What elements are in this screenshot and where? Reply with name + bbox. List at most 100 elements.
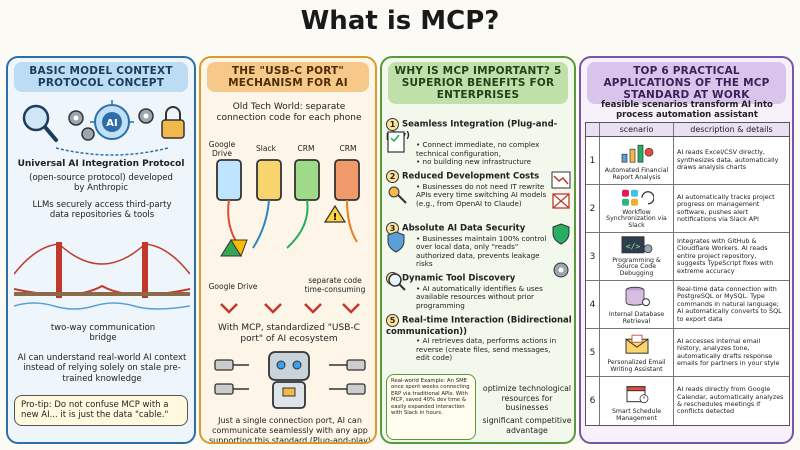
scenario-description: AI reads Excel/CSV directly, synthesizes…	[677, 148, 779, 172]
panel1-heading: BASIC MODEL CONTEXT PROTOCOL CONCEPT	[14, 62, 188, 93]
plug-icon	[329, 383, 366, 395]
database-icon	[625, 286, 650, 307]
scenario-label: Workflow Synchronization via Slack	[606, 208, 667, 230]
separate-code-text: separate code time-consuming	[304, 276, 366, 295]
panel-usbc: THE "USB-C PORT" MECHANISM FOR AI Old Te…	[199, 56, 377, 444]
table-row: 2 Workflow Synchronization via Slack AI …	[586, 185, 789, 233]
checklist-icon	[387, 131, 405, 153]
intro-text: feasible scenarios transform AI into pro…	[601, 100, 773, 121]
row-number: 4	[586, 281, 600, 328]
robot-illustration	[214, 351, 366, 409]
phone-icon	[256, 159, 282, 201]
svg-text:</>: </>	[625, 242, 640, 251]
code-debug-icon: </>	[621, 236, 652, 254]
phone-label-2: Slack	[256, 144, 276, 153]
financial-chart-icon	[621, 144, 653, 163]
scenario-description: Real-time data connection with PostgreSQ…	[677, 284, 782, 323]
key-icon	[388, 186, 407, 204]
ai-label: AI	[106, 118, 117, 129]
scenario-label: Automated Financial Report Analysis	[604, 167, 669, 182]
protip-note: Pro-tip: Do not confuse MCP with a new A…	[14, 395, 188, 426]
optimize-text: optimize technological resources for bus…	[482, 384, 572, 412]
benefit-bullet: no building new infrastructure	[422, 157, 532, 167]
with-mcp-text: With MCP, standardized "USB-C port" of A…	[218, 323, 360, 344]
table-row: 5 Personalized Email Writing Assistant A…	[586, 329, 789, 377]
panel-benefits: WHY IS MCP IMPORTANT? 5 SUPERIOR BENEFIT…	[380, 56, 576, 444]
chart-down-icon	[551, 171, 571, 189]
table-row: 3 </> Programming & Source Code Debuggin…	[586, 233, 789, 281]
protip-text: Pro-tip: Do not confuse MCP with a new A…	[21, 400, 169, 421]
gear-icon	[138, 108, 154, 124]
panel-applications: TOP 6 PRACTICAL APPLICATIONS OF THE MCP …	[579, 56, 794, 444]
row-number: 6	[586, 377, 600, 425]
security-shield-icon	[552, 223, 570, 245]
no-leak-icon	[552, 193, 570, 209]
open-source-text: (open-source protocol) developed by Anth…	[29, 173, 173, 194]
row-number: 3	[586, 233, 600, 280]
magnifier-icon	[22, 104, 58, 142]
calendar-icon	[626, 386, 648, 404]
scenario-description: Integrates with GitHub & Cloudflare Work…	[677, 236, 774, 275]
panel4-heading: TOP 6 PRACTICAL APPLICATIONS OF THE MCP …	[587, 62, 786, 105]
bridge-label: two-way communication bridge	[50, 323, 156, 344]
scenario-label: Personalized Email Writing Assistant	[607, 359, 666, 374]
gear-icon	[553, 262, 569, 278]
benefit-icons	[387, 131, 407, 291]
table-header: scenario description & details	[586, 123, 789, 137]
scenario-description: AI automatically tracks project progress…	[677, 192, 775, 223]
understand-text: AI can understand real-world AI context …	[17, 353, 187, 384]
page-title: What is MCP?	[300, 6, 500, 36]
gear-icon	[68, 110, 95, 141]
applications-table: scenario description & details 1 Automat…	[585, 122, 790, 426]
robot-icon	[268, 351, 310, 409]
scenario-description: AI reads directly from Google Calendar, …	[677, 385, 784, 416]
table-row: 1 Automated Financial Report Analysis AI…	[586, 137, 789, 185]
panel3-heading: WHY IS MCP IMPORTANT? 5 SUPERIOR BENEFIT…	[388, 62, 568, 105]
panel2-heading: THE "USB-C PORT" MECHANISM FOR AI	[207, 62, 369, 93]
scenario-label: Smart Schedule Management	[611, 408, 662, 423]
email-icon	[625, 334, 648, 354]
benefit-bullet: Businesses do not need IT rewrite APIs e…	[416, 182, 547, 208]
plug-icon	[329, 359, 366, 371]
ai-brain-icon	[90, 100, 134, 140]
benefit-side-icons	[551, 171, 571, 278]
phone-label-4: CRM	[339, 144, 357, 153]
row-number: 5	[586, 329, 600, 376]
shield-icon	[387, 231, 405, 253]
benefit-bullet: AI automatically identifies & uses avail…	[416, 284, 543, 310]
advantage-text: significant competitive advantage	[482, 416, 572, 435]
panel1-subtitle: Universal AI Integration Protocol	[17, 159, 185, 169]
old-world-text: Old Tech World: separate connection code…	[216, 102, 362, 123]
phone-label-1: Google Drive	[208, 140, 236, 159]
table-row: 4 Internal Database Retrieval Real-time …	[586, 281, 789, 329]
scenario-label: Programming & Source Code Debugging	[612, 256, 661, 278]
bridge-icon	[14, 242, 190, 310]
benefit-number: 2	[386, 170, 399, 183]
phone-icon	[294, 159, 320, 201]
phone-icon	[334, 159, 360, 201]
benefit-title: Reduced Development Costs	[402, 171, 540, 182]
slack-sync-icon	[621, 189, 654, 206]
benefit-bullet: AI retrieves data, performs actions in r…	[416, 336, 557, 363]
example-note: Real-world Example: An SME once spent we…	[386, 374, 476, 440]
row-number: 2	[586, 185, 600, 232]
benefit-title: Absolute AI Data Security	[402, 223, 526, 234]
benefit-bullet: Businesses maintain 100% control over lo…	[416, 234, 547, 269]
panel-basic-concept: BASIC MODEL CONTEXT PROTOCOL CONCEPT AI	[6, 56, 196, 444]
search-icon	[388, 273, 406, 291]
google-drive-label: Google Drive	[208, 282, 258, 291]
phone-icon	[216, 159, 242, 201]
benefit-title: Real-time Interaction (Bidirectional com…	[386, 315, 572, 337]
scenario-label: Internal Database Retrieval	[608, 311, 665, 326]
concept-illustration: AI	[22, 100, 185, 156]
column-header-description: description & details	[690, 125, 773, 134]
scenario-description: AI accesses internal email history, anal…	[677, 336, 780, 367]
benefit-bullet: Connect immediate, no complex technical …	[416, 140, 540, 158]
example-text: Real-world Example: An SME once spent we…	[391, 378, 470, 417]
llm-access-text: LLMs securely access third-party data re…	[32, 200, 172, 221]
benefit-item: 4Dynamic Tool Discovery • AI automatical…	[386, 272, 572, 310]
plug-icon	[214, 383, 249, 395]
